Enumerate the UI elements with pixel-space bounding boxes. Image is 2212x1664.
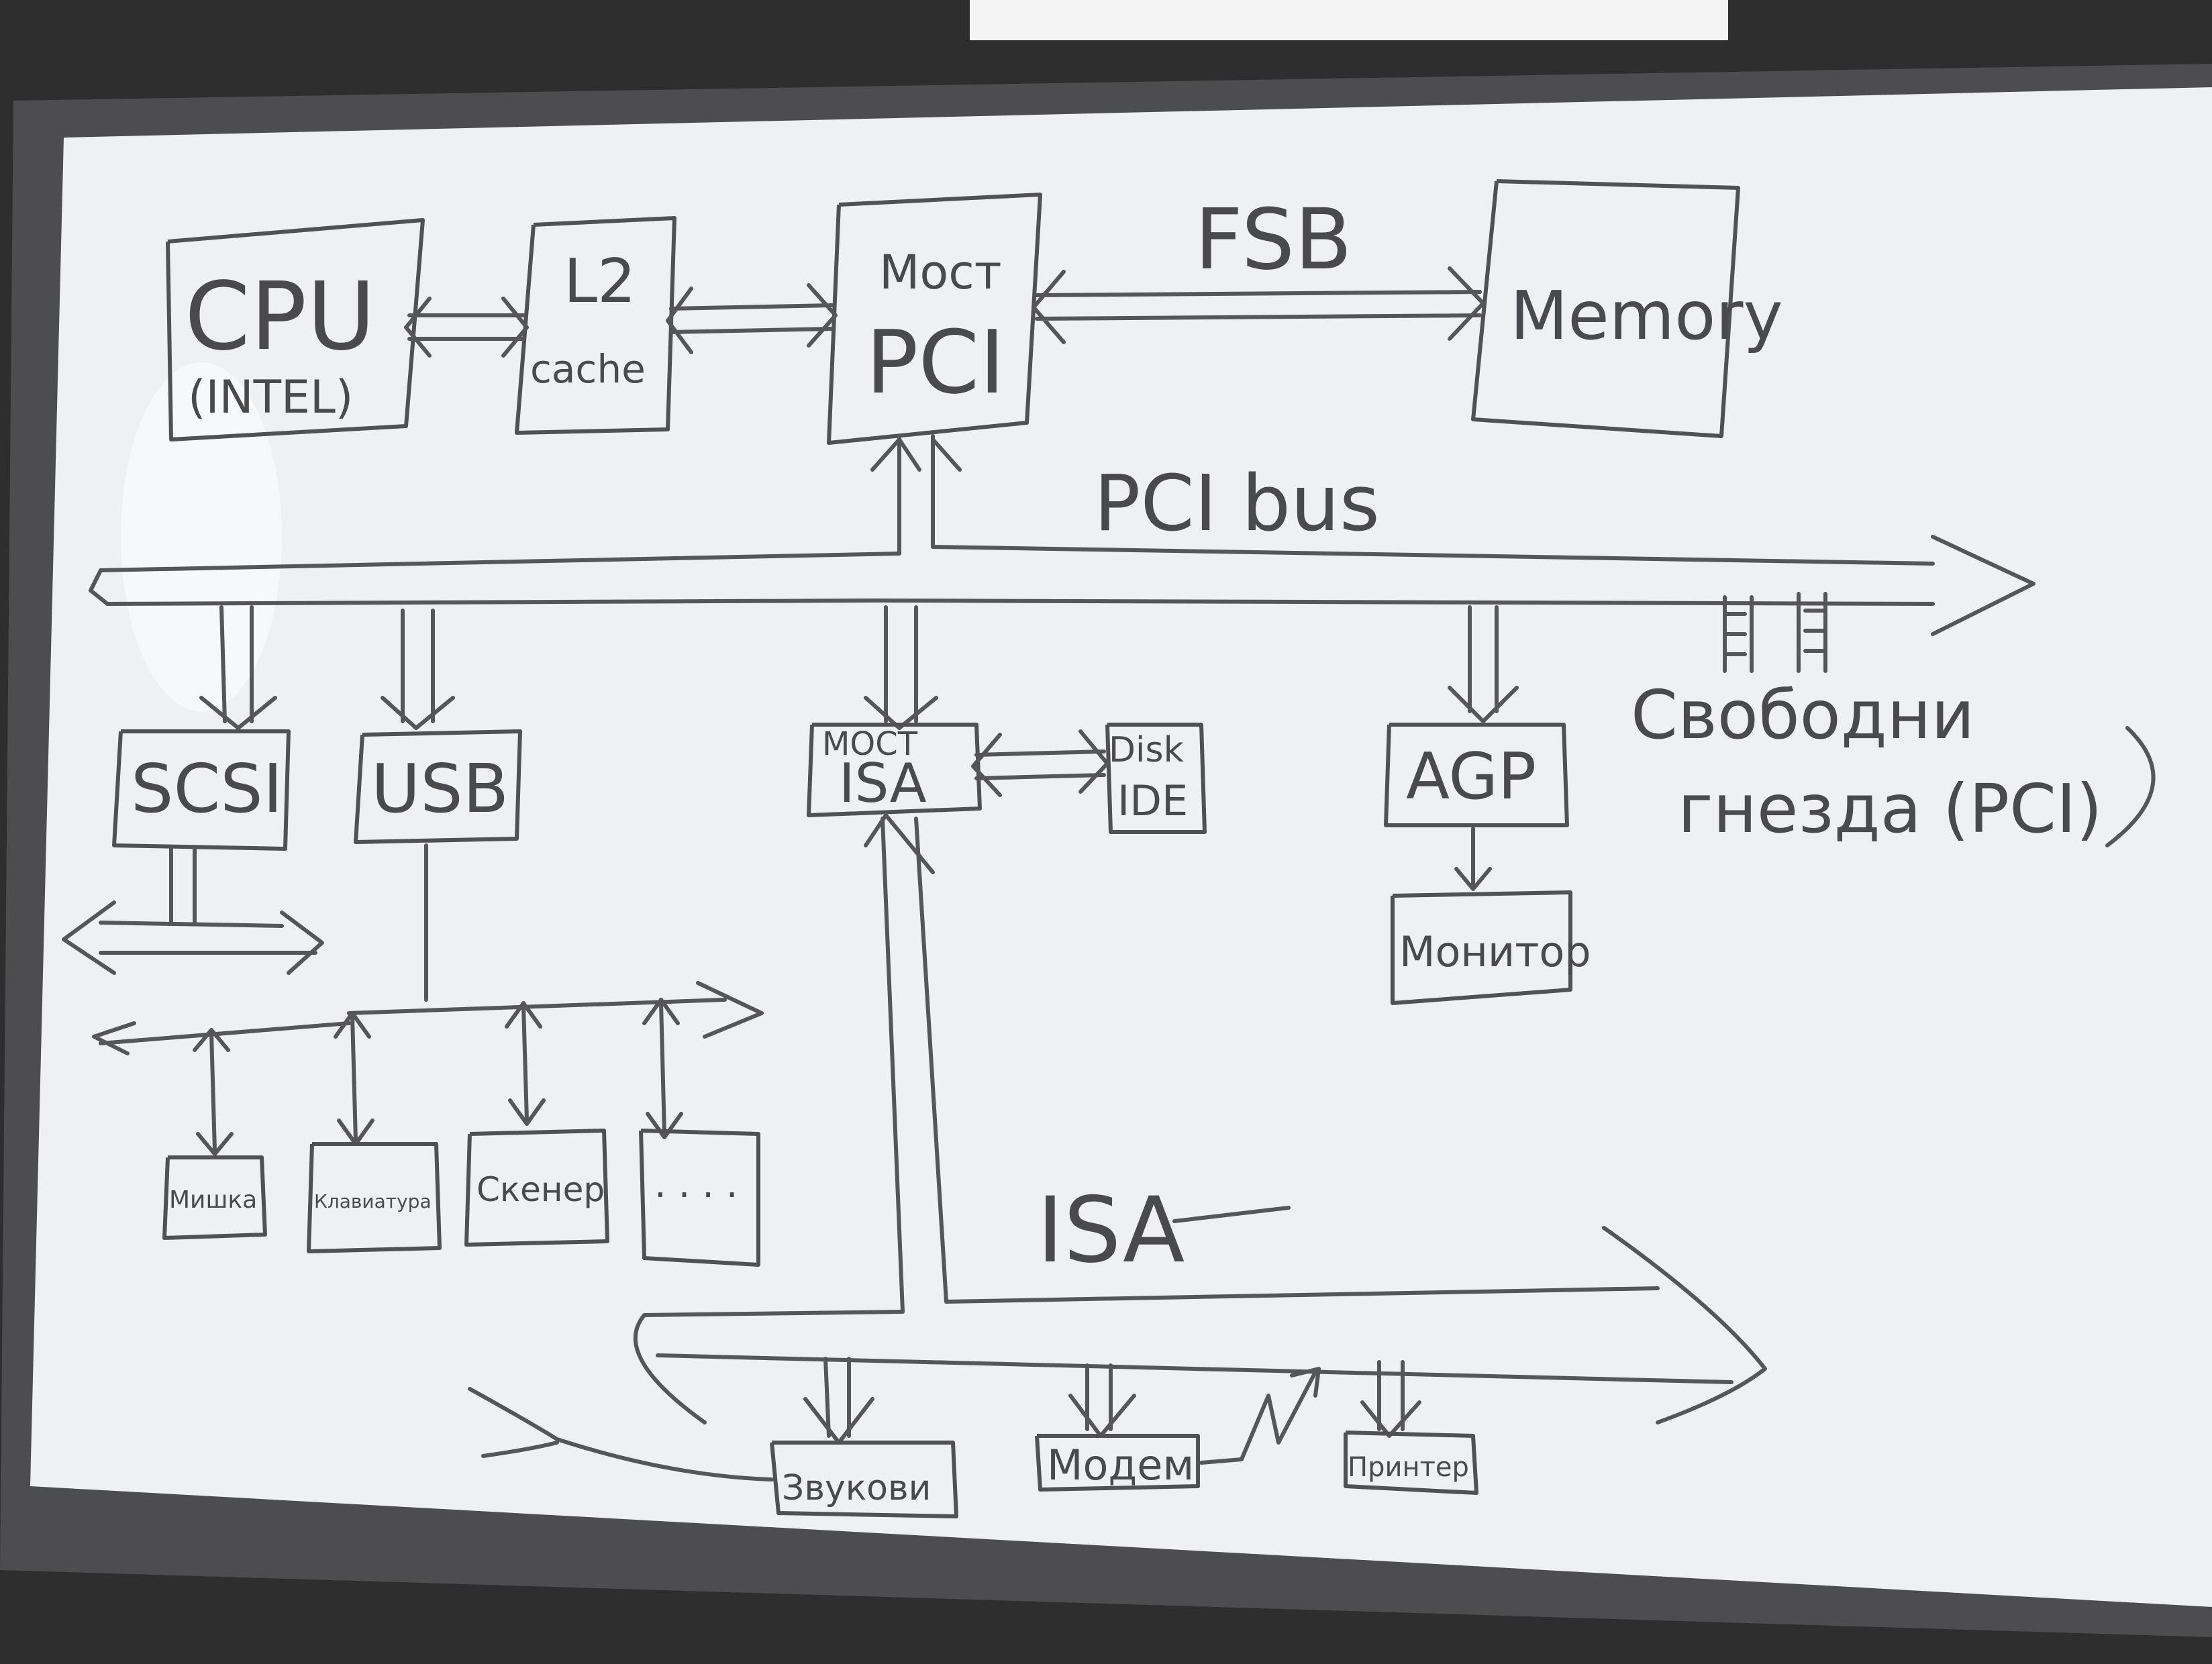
isa-bus-arrow bbox=[633, 813, 1767, 1424]
disk-label: Disk bbox=[1109, 730, 1184, 770]
isa-bridge-box: МОСТ ISA bbox=[807, 723, 982, 817]
more-devices-box: · · · · bbox=[639, 1129, 760, 1267]
glare-spot bbox=[121, 362, 282, 711]
sound-card-label: Звукови bbox=[782, 1468, 931, 1508]
l2-pci-arrow bbox=[666, 283, 838, 354]
paper-clip-top bbox=[970, 0, 1728, 40]
pci-to-isa-bridge-arrow bbox=[864, 605, 938, 730]
scanner-label: Скенер bbox=[476, 1170, 605, 1209]
fsb-arrow bbox=[1032, 266, 1485, 344]
cpu-l2-arrow bbox=[404, 297, 529, 358]
agp-monitor-arrow bbox=[1454, 827, 1492, 891]
isa-bridge-top-label: МОСТ bbox=[822, 725, 918, 763]
keyboard-box: Клавиатура bbox=[307, 1142, 442, 1253]
monitor-box: Монитор bbox=[1391, 890, 1591, 1005]
disk-ide-box: Disk IDE bbox=[1105, 723, 1207, 834]
agp-box: AGP bbox=[1384, 723, 1569, 827]
cpu-label: CPU bbox=[185, 262, 376, 372]
isa-bus-label-underline bbox=[1172, 1206, 1291, 1223]
monitor-label: Монитор bbox=[1399, 927, 1591, 976]
l2-label: L2 bbox=[564, 246, 636, 317]
pci-bridge-top-label: Мост bbox=[879, 245, 1002, 300]
memory-label: Memory bbox=[1510, 276, 1783, 355]
modem-box: Модем bbox=[1035, 1434, 1200, 1492]
speaker-arrow bbox=[468, 1387, 774, 1481]
fsb-label: FSB bbox=[1195, 191, 1352, 289]
ide-label: IDE bbox=[1117, 776, 1188, 825]
scanner-box: Скенер bbox=[464, 1129, 609, 1247]
isa-bus-label: ISA bbox=[1037, 1178, 1185, 1283]
isa-bridge-label: ISA bbox=[839, 752, 927, 815]
agp-label: AGP bbox=[1406, 740, 1536, 814]
pci-bridge-box: Мост PCI bbox=[827, 193, 1042, 445]
usb-box: USB bbox=[354, 729, 522, 844]
pci-bus-arrow bbox=[89, 434, 2035, 636]
free-slots-label: Свободни bbox=[1631, 676, 1974, 754]
pci-bridge-label: PCI bbox=[866, 311, 1005, 413]
l2-cache-box: L2 cache bbox=[515, 216, 676, 435]
modem-label: Модем bbox=[1047, 1441, 1194, 1490]
free-slots-pci-label: гнезда (PCI) bbox=[1678, 770, 2102, 848]
memory-box: Memory bbox=[1471, 179, 1783, 438]
usb-label: USB bbox=[371, 749, 509, 828]
printer-label: Принтер bbox=[1348, 1452, 1469, 1483]
mouse-box: Мишка bbox=[162, 1155, 267, 1240]
pci-bus-label: PCI bus bbox=[1094, 459, 1380, 549]
scsi-label: SCSI bbox=[131, 749, 283, 828]
pci-to-usb-arrow bbox=[381, 609, 455, 730]
sound-card-box: Звукови bbox=[770, 1441, 958, 1518]
phone-line-arrow bbox=[1199, 1367, 1321, 1465]
mouse-label: Мишка bbox=[169, 1186, 257, 1214]
cpu-sub-label: (INTEL) bbox=[188, 371, 353, 424]
whiteboard-surface bbox=[30, 87, 2212, 1607]
free-pci-slots: Свободни гнезда (PCI) bbox=[1631, 592, 2156, 848]
cpu-box: CPU (INTEL) bbox=[166, 218, 425, 441]
l2-cache-label: cache bbox=[530, 346, 646, 392]
pci-to-scsi-arrow bbox=[199, 605, 277, 730]
isa-disk-arrow bbox=[971, 729, 1109, 797]
isa-to-printer-arrow bbox=[1360, 1360, 1421, 1438]
usb-device-arrows bbox=[193, 998, 683, 1156]
scsi-bus-arrow bbox=[62, 847, 324, 975]
pci-to-agp-arrow bbox=[1448, 605, 1519, 723]
keyboard-label: Клавиатура bbox=[314, 1190, 432, 1212]
scsi-box: SCSI bbox=[112, 729, 291, 851]
more-devices-label: · · · · bbox=[654, 1174, 738, 1217]
printer-box: Принтер bbox=[1344, 1431, 1478, 1495]
